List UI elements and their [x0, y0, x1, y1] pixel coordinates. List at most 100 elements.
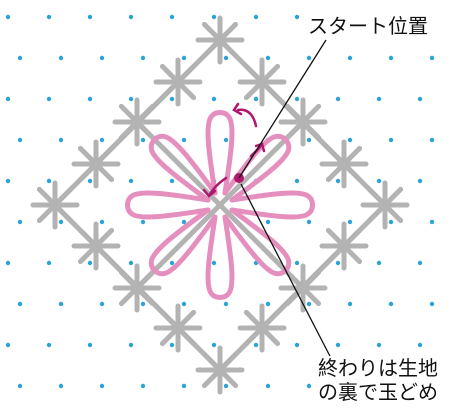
- grid-dot: [87, 342, 93, 348]
- grid-dot: [306, 383, 312, 389]
- grid-dot: [140, 301, 146, 307]
- star-stitch-line: [243, 309, 281, 347]
- petal-loop: [205, 110, 235, 196]
- star-stitch: [237, 57, 287, 107]
- grid-dot: [265, 301, 271, 307]
- leader-lines: [238, 39, 334, 363]
- grid-dot: [46, 260, 52, 266]
- grid-dot: [294, 342, 300, 348]
- grid-dot: [376, 178, 382, 184]
- grid-dot: [388, 219, 394, 225]
- petal-loop: [148, 207, 218, 277]
- grid-dot: [429, 301, 435, 307]
- grid-dot: [223, 137, 229, 143]
- grid-dot: [211, 260, 217, 266]
- grid-dot: [306, 219, 312, 225]
- grid-dot: [211, 96, 217, 102]
- grid-dot: [46, 342, 52, 348]
- star-stitch-line: [284, 269, 322, 307]
- star-stitch-line: [201, 351, 239, 389]
- grid-dot: [46, 178, 52, 184]
- star-stitch-line: [325, 227, 363, 265]
- grid-dot: [128, 14, 134, 20]
- star-stitch-line: [77, 145, 115, 183]
- star-stitch: [195, 345, 245, 395]
- star-stitch: [237, 303, 287, 353]
- star-stitch: [153, 57, 203, 107]
- star-stitch-line: [284, 103, 322, 141]
- grid-dot: [253, 96, 259, 102]
- leader-line-start: [238, 39, 327, 179]
- grid-dot: [87, 14, 93, 20]
- grid-dot: [265, 55, 271, 61]
- grid-dot: [169, 178, 175, 184]
- grid-dot: [429, 219, 435, 225]
- grid-dot: [294, 178, 300, 184]
- grid-dot: [128, 342, 134, 348]
- leader-line-end: [240, 183, 334, 363]
- star-stitch-line: [201, 21, 239, 59]
- grid-dot: [347, 301, 353, 307]
- grid-dot: [388, 301, 394, 307]
- diamond-lattice: [51, 36, 389, 374]
- grid-dot: [335, 178, 341, 184]
- grid-dot: [17, 137, 23, 143]
- grid-dot: [417, 178, 423, 184]
- grid-dot: [294, 260, 300, 266]
- grid-dot: [99, 219, 105, 225]
- grid-dot: [181, 219, 187, 225]
- grid-dot: [58, 383, 64, 389]
- grid-dot: [46, 14, 52, 20]
- star-stitch: [71, 221, 121, 271]
- star-stitch: [360, 180, 410, 230]
- star-stitch: [30, 180, 80, 230]
- grid-dot: [140, 219, 146, 225]
- grid-dot: [87, 260, 93, 266]
- star-stitch-line: [118, 103, 156, 141]
- arrowhead-icon: [202, 188, 217, 198]
- star-stitch: [71, 139, 121, 189]
- star-stitch-line: [366, 186, 404, 224]
- arrow-arc-top: [236, 108, 258, 128]
- finish-note-label: 終わりは生地 の裏で玉どめ: [316, 356, 440, 404]
- grid-dot: [294, 14, 300, 20]
- star-stitch-line: [159, 309, 197, 347]
- star-stitch: [153, 303, 203, 353]
- star-stitch: [278, 263, 328, 313]
- grid-dot: [5, 14, 11, 20]
- grid-dot: [128, 96, 134, 102]
- grid-dot: [347, 219, 353, 225]
- grid-dot: [376, 260, 382, 266]
- grid-dot: [265, 219, 271, 225]
- grid-dot: [181, 137, 187, 143]
- grid-dot: [99, 383, 105, 389]
- petal-loop: [229, 190, 315, 220]
- star-stitch: [112, 97, 162, 147]
- grid-dot: [140, 383, 146, 389]
- grid-dot: [140, 137, 146, 143]
- grid-dot: [17, 55, 23, 61]
- star-stitch-line: [118, 269, 156, 307]
- star-stitch: [112, 263, 162, 313]
- grid-dot: [17, 301, 23, 307]
- grid-dot: [140, 55, 146, 61]
- start-position-label: スタート位置: [304, 14, 432, 38]
- grid-dot: [417, 260, 423, 266]
- grid-dot: [211, 14, 217, 20]
- grid-dot: [99, 137, 105, 143]
- finish-note-line-2: の裏で玉どめ: [318, 380, 438, 404]
- grid-dots: [5, 14, 435, 389]
- grid-dot: [306, 55, 312, 61]
- grid-dot: [46, 96, 52, 102]
- grid-dot: [99, 301, 105, 307]
- grid-dot: [58, 219, 64, 225]
- star-stitch-line: [159, 63, 197, 101]
- grid-dot: [429, 137, 435, 143]
- grid-dot: [347, 137, 353, 143]
- grid-dot: [58, 55, 64, 61]
- star-stitch: [319, 221, 369, 271]
- star-stitch-line: [325, 145, 363, 183]
- grid-dot: [169, 96, 175, 102]
- star-stitch-line: [77, 227, 115, 265]
